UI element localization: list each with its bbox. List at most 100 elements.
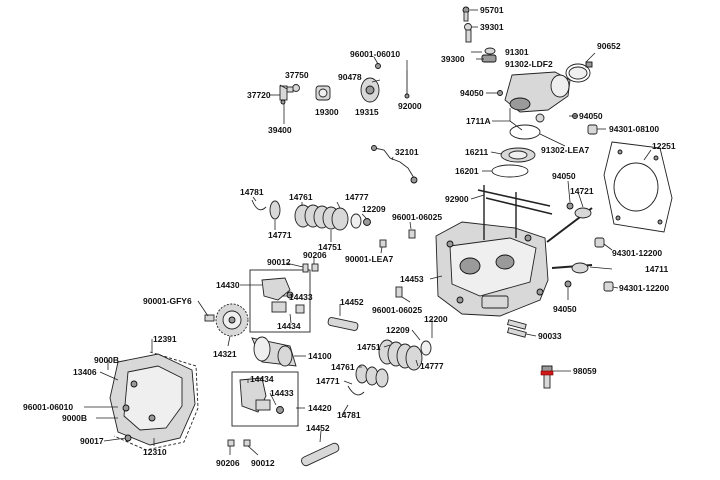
rocker-shaft-14452-bot-icon [301,442,340,467]
label-12209-top: 12209 [362,204,386,214]
label-95701: 95701 [480,5,504,15]
label-96001-06025-a: 96001-06025 [392,212,442,222]
label-14761-top: 14761 [289,192,313,202]
camshaft-icon [251,336,297,367]
label-16211: 16211 [465,147,488,157]
label-14751-top: 14751 [318,242,342,252]
valve-spring-top-icon [251,199,371,231]
clamp-90652-icon [565,61,593,83]
label-14433-top: 14433 [289,292,313,302]
label-98059: 98059 [573,366,597,376]
label-32101: 32101 [395,147,419,157]
rocker-shaft-14452-top-icon [327,317,359,331]
label-94050-d: 94050 [553,304,577,314]
bolt-90033-icon [506,319,527,338]
label-16201: 16201 [455,166,479,176]
label-91301: 91301 [505,47,529,57]
bolt-96001-06025-icon [395,229,416,298]
label-14781-bot: 14781 [337,410,361,420]
label-94050-a: 94050 [460,88,484,98]
label-14434-top: 14434 [277,321,301,331]
label-96001-06010-top: 96001-06010 [350,49,400,59]
label-12391: 12391 [153,334,177,344]
label-94301-08100: 94301-08100 [609,124,659,134]
insulator-16211-icon [500,147,536,163]
label-90012-bot: 90012 [251,458,275,468]
label-14777-top: 14777 [345,192,369,202]
label-14751-bot: 14751 [357,342,381,352]
gasket-91302-lea7-icon [509,124,541,140]
rocker-arm-box-bottom [231,371,299,427]
sensor-91301-icon [481,47,497,63]
label-90017: 90017 [80,436,104,446]
label-94050-c: 94050 [552,171,576,181]
head-gasket-12251-icon [603,141,673,233]
label-92000: 92000 [398,101,422,111]
label-14433-bot: 14433 [270,388,294,398]
bolt-94050-icon [497,90,578,288]
label-12310: 12310 [143,447,167,457]
label-14761-bot: 14761 [331,362,355,372]
cylinder-head-icon [435,221,549,317]
label-90478: 90478 [338,72,362,82]
spark-plug-icon [540,365,554,389]
label-12251: 12251 [652,141,676,151]
cover-19315-icon [360,77,380,103]
leader-lines [84,9,652,456]
label-14452-top: 14452 [340,297,364,307]
label-14452-bot: 14452 [306,423,330,433]
label-94050-b: 94050 [579,111,603,121]
label-14711: 14711 [645,264,668,274]
label-90652: 90652 [597,41,621,51]
spring-92000-icon [404,70,410,99]
label-14420: 14420 [308,403,332,413]
label-39300: 39300 [441,54,465,64]
label-12200: 12200 [424,314,448,324]
label-13406: 13406 [73,367,97,377]
head-cover-icon [109,351,199,451]
bolt-96001-06010-icon [375,63,381,69]
label-91302-ldf2: 91302-LDF2 [505,59,553,69]
label-14771-bot: 14771 [316,376,340,386]
label-19300: 19300 [315,107,339,117]
label-96001-06010-bot: 96001-06010 [23,402,73,412]
label-14453: 14453 [400,274,424,284]
label-90001-lea7: 90001-LEA7 [345,254,393,264]
valve-14711-icon [551,262,593,274]
label-90206-top: 90206 [303,250,327,260]
bolt-90001-lea7-icon [379,239,387,248]
gasket-16201-icon [491,164,529,178]
label-90033: 90033 [538,331,562,341]
label-39301: 39301 [480,22,504,32]
label-14434-bot: 14434 [250,374,274,384]
label-92900: 92900 [445,194,469,204]
label-14777-bot: 14777 [420,361,444,371]
label-14100: 14100 [308,351,332,361]
cap-19300-icon [315,85,331,101]
label-91302-lea7: 91302-LEA7 [541,145,589,155]
label-14781-top: 14781 [240,187,264,197]
sensor-wire-32101-icon [371,145,418,184]
screw-95701-icon [462,6,470,22]
label-37720: 37720 [247,90,271,100]
fitting-39301-icon [464,23,472,43]
label-94301-12200-b: 94301-12200 [619,283,669,293]
label-39400: 39400 [268,125,292,135]
label-96001-06025-b: 96001-06025 [372,305,422,315]
label-14721: 14721 [570,186,594,196]
valve-spring-bottom-icon [347,339,432,396]
label-12209-bot: 12209 [386,325,410,335]
label-14430: 14430 [216,280,240,290]
label-9000b-a: 9000B [94,355,119,365]
pin-90206-90012-bot-icon [227,439,251,447]
valve-14721-icon [546,207,593,243]
dowel-94301-icon [587,124,614,292]
rocker-arm-box-top [249,269,311,333]
cam-sprocket-icon [215,303,249,337]
intake-manifold-icon [504,71,571,123]
bolt-90001-gfy6-icon [204,314,215,322]
label-37750: 37750 [285,70,309,80]
label-9000b-b: 9000B [62,413,87,423]
label-90012-top: 90012 [267,257,291,267]
